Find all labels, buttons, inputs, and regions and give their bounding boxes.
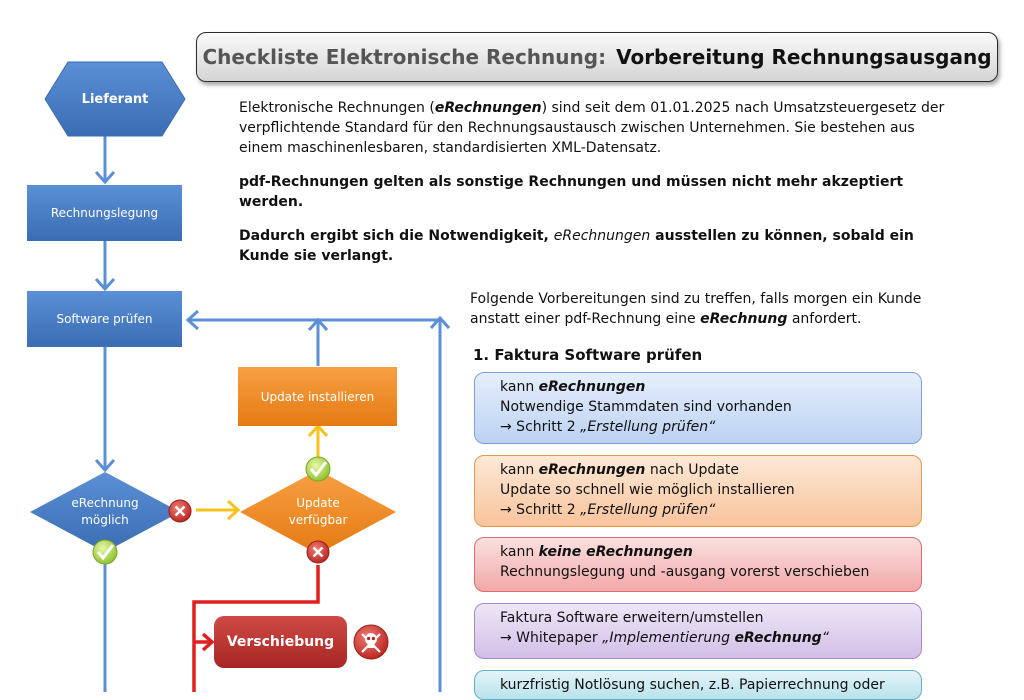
page-title: Checkliste Elektronische Rechnung: Vorbe…	[196, 32, 998, 82]
update-installieren-box	[238, 367, 397, 426]
section-heading: 1. Faktura Software prüfen	[473, 346, 703, 364]
rechnungslegung-box	[27, 185, 182, 241]
intro-text: Elektronische Rechnungen (eRechnungen) s…	[239, 98, 959, 280]
intro-paragraph-2: pdf-Rechnungen gelten als sonstige Rechn…	[239, 174, 904, 210]
intro-paragraph-1: Elektronische Rechnungen (eRechnungen) s…	[239, 100, 945, 156]
option-box-cannot: kann keine eRechnungen Rechnungslegung u…	[474, 537, 922, 592]
x-circle-icon	[306, 540, 330, 564]
option-box-can: kann eRechnungen Notwendige Stammdaten s…	[474, 372, 922, 444]
option-box-extend: Faktura Software erweitern/umstellen → W…	[474, 603, 922, 659]
option-box-update: kann eRechnungen nach Update Update so s…	[474, 455, 922, 527]
term-erechnung: eRechnung	[700, 311, 788, 327]
delay-path	[192, 565, 320, 692]
check-circle-icon	[92, 539, 118, 565]
x-circle-icon	[168, 499, 192, 523]
check-circle-icon	[305, 456, 331, 482]
verschiebung-box	[214, 616, 347, 668]
title-part2: Vorbereitung Rechnungsausgang	[616, 45, 992, 69]
lead-text: Folgende Vorbereitungen sind zu treffen,…	[470, 291, 922, 327]
software-pruefen-box	[27, 291, 182, 347]
term-erechnungen: eRechnungen	[553, 228, 651, 244]
term-erechnungen: eRechnungen	[434, 100, 542, 116]
update-verfuegbar-diamond	[240, 470, 396, 554]
lieferant-hexagon	[44, 61, 186, 137]
flow-connectors	[94, 136, 451, 692]
intro-paragraph-3: Dadurch ergibt sich die Notwendigkeit, e…	[239, 228, 914, 264]
title-part1: Checkliste Elektronische Rechnung:	[202, 45, 607, 69]
erechnung-moeglich-diamond	[30, 472, 180, 552]
skull-icon	[353, 624, 389, 660]
option-box-workaround: kurzfristig Notlösung suchen, z.B. Papie…	[474, 670, 922, 700]
